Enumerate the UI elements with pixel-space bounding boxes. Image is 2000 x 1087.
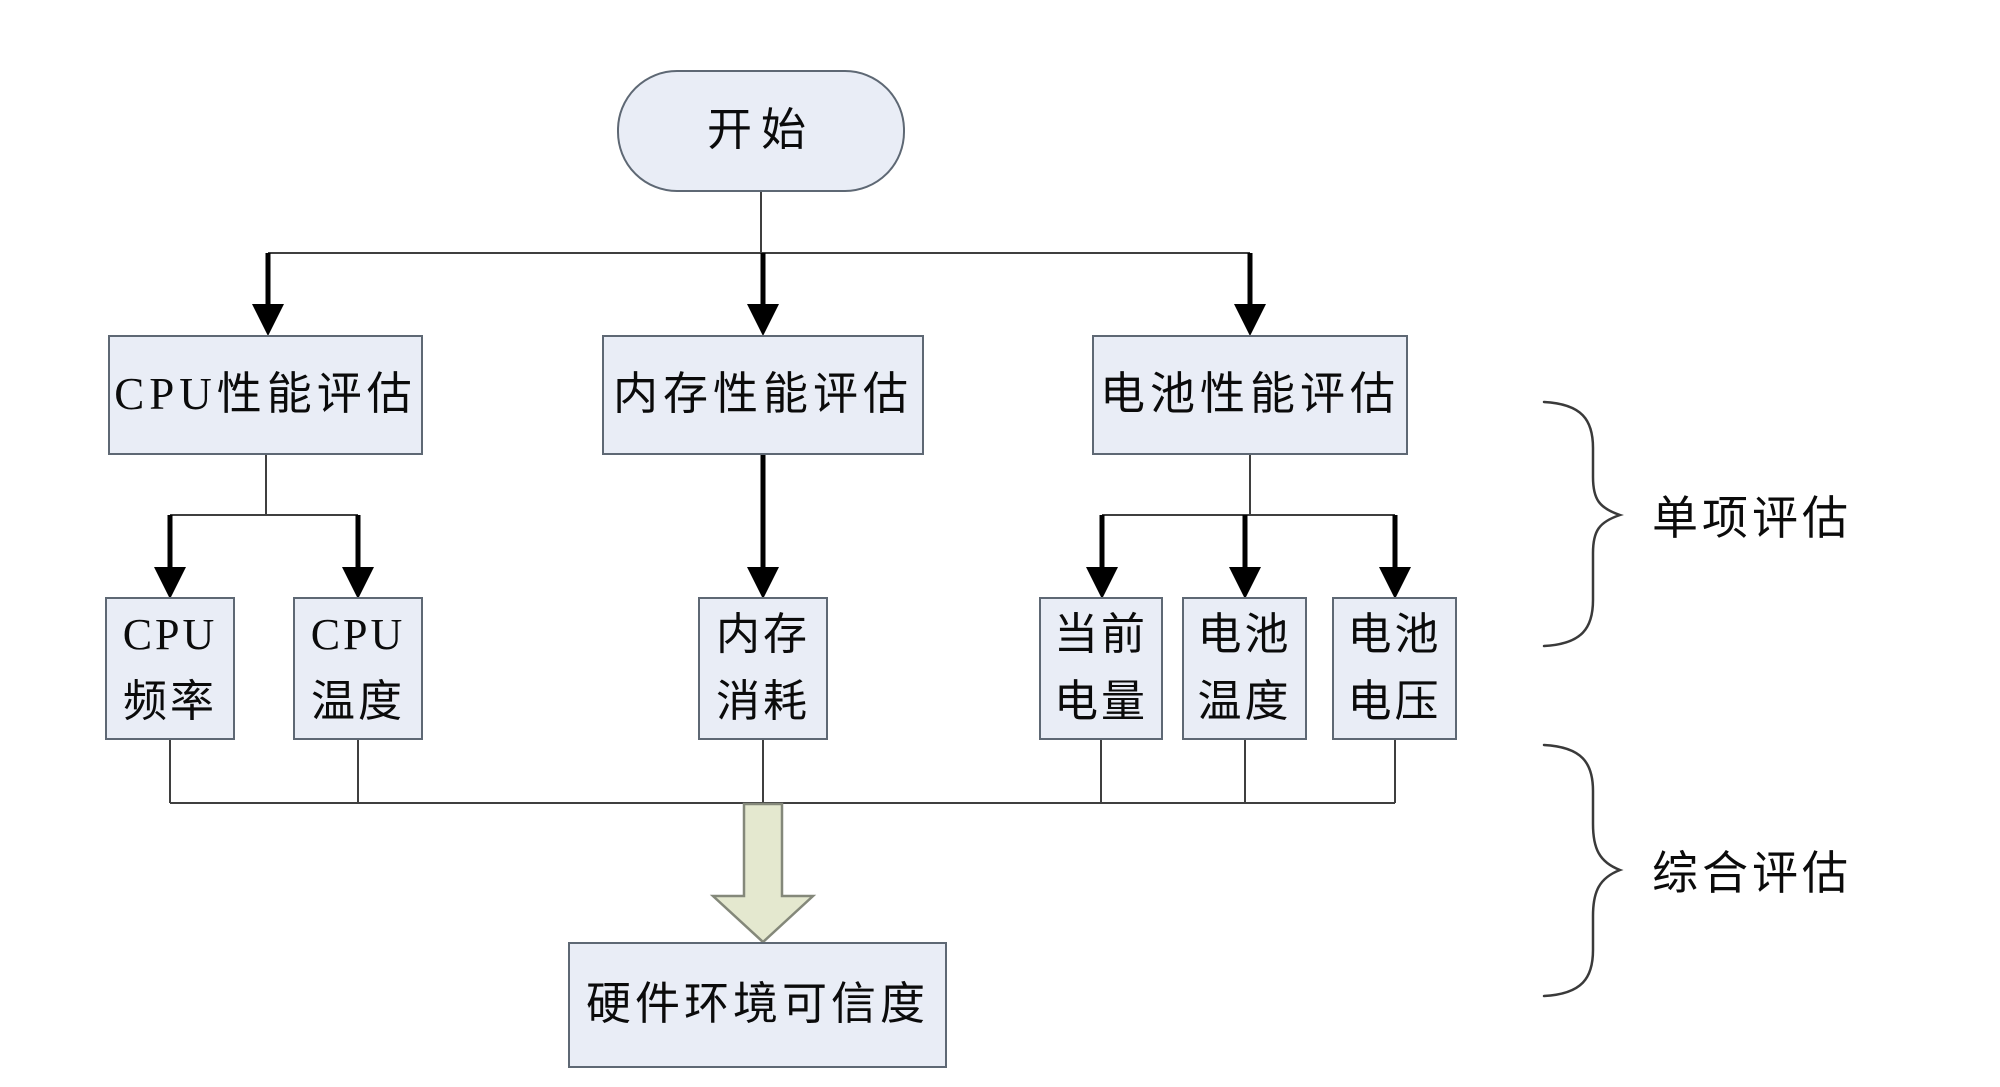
node-cpu-temperature: CPU 温度 (293, 597, 423, 740)
node-cpu-frequency: CPU 频率 (105, 597, 235, 740)
node-current-charge: 当前 电量 (1039, 597, 1163, 740)
node-battery-performance-eval: 电池性能评估 (1092, 335, 1408, 455)
memory-connector (747, 455, 779, 599)
label-overall-eval: 综合评估 (1652, 848, 1852, 899)
node-battery-voltage: 电池 电压 (1332, 597, 1457, 740)
battery-branch-connector (1086, 455, 1411, 599)
cpu-branch-connector (154, 455, 374, 599)
node-hardware-credibility: 硬件环境可信度 (568, 942, 947, 1068)
node-memory-performance-eval: 内存性能评估 (602, 335, 924, 455)
big-down-arrow-icon (709, 802, 817, 944)
node-cpu-performance-eval: CPU性能评估 (108, 335, 423, 455)
node-start: 开始 (617, 70, 905, 192)
label-single-eval: 单项评估 (1652, 493, 1852, 544)
node-memory-consumption: 内存 消耗 (698, 597, 828, 740)
node-battery-temperature: 电池 温度 (1182, 597, 1307, 740)
overall-eval-brace (1542, 743, 1624, 998)
aggregate-connector (169, 740, 1396, 804)
single-eval-brace (1542, 400, 1624, 648)
top-fanout-connector (252, 192, 1266, 336)
